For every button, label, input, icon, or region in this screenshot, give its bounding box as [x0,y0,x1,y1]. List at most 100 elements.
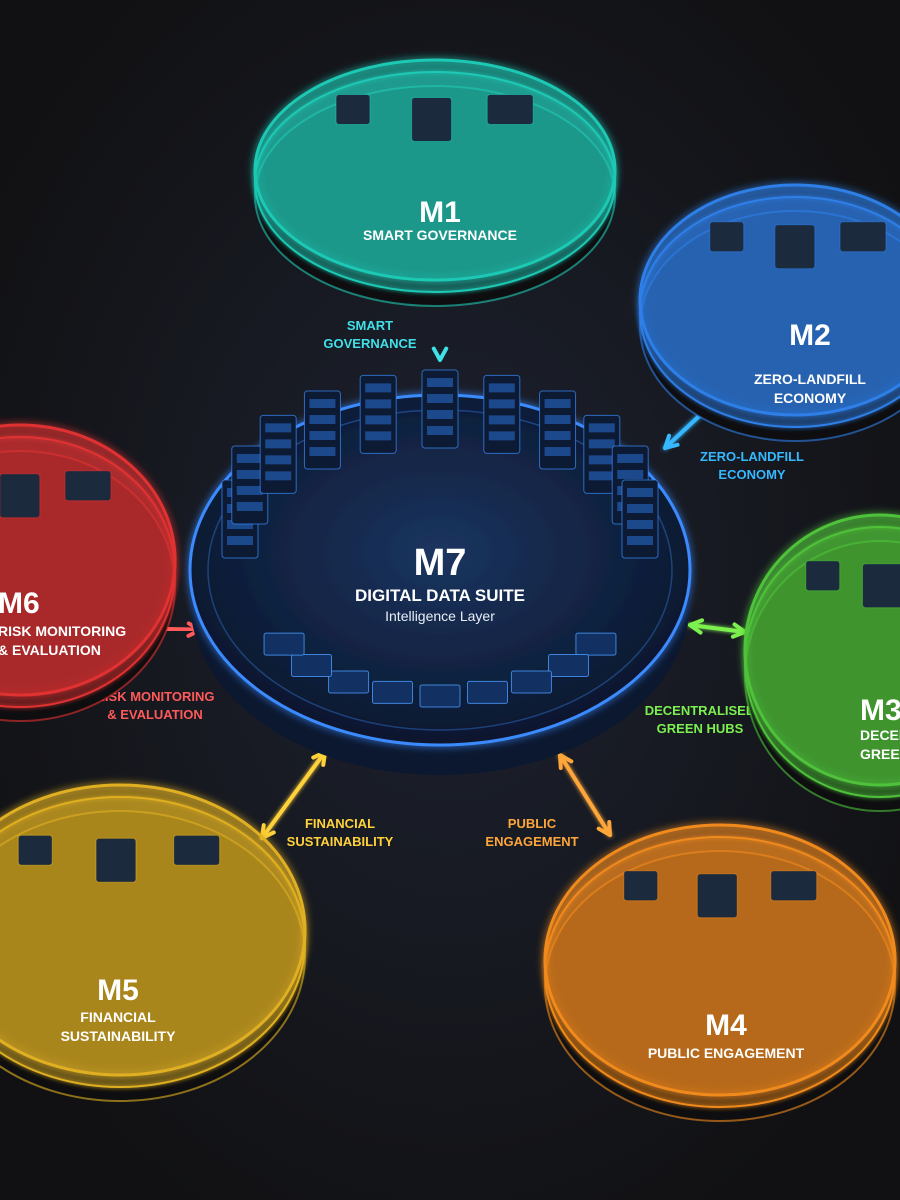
connector-label-m6-0: RISK MONITORING [96,689,215,704]
module-label-m1-0: SMART GOVERNANCE [363,227,517,243]
hub-rack-panel-1-1 [236,470,263,480]
hub-rack-panel-7-2 [544,431,571,441]
hub-rack-panel-7-1 [544,415,571,425]
hub-rack-panel-1-3 [236,502,263,512]
connector-label-m4-1: ENGAGEMENT [485,834,578,849]
connector-label-m3-0: DECENTRALISED [645,703,756,718]
connector-arrowhead-m4-1 [596,820,612,837]
hub-rack-panel-4-2 [365,415,392,425]
hub-rack-panel-0-3 [227,536,253,545]
hub-desk-screen-1 [548,653,590,677]
hub-subtitle: Intelligence Layer [385,608,495,624]
connector-line-m4 [558,753,612,837]
hub-desk-screen-6 [328,670,370,694]
module-code-m3: M3 [860,694,900,727]
hub-rack-panel-8-3 [588,471,615,481]
module-code-m2: M2 [789,319,831,352]
hub-rack-panel-1-0 [236,454,263,464]
module-label-m2-1: ECONOMY [774,390,847,406]
hub-rack-panel-4-0 [365,383,392,393]
hub-rack-panel-9-0 [617,454,644,464]
hub-rack-panel-8-2 [588,455,615,465]
hub-rack-panel-10-1 [627,504,653,513]
module-label-m6-0: RISK MONITORING [0,623,126,639]
scenery-block-m2-0 [709,221,745,253]
connector-m4: PUBLIC ENGAGEMENT [485,753,612,849]
connector-label-m3-1: GREEN HUBS [657,721,744,736]
module-label-m6-1: & EVALUATION [0,642,101,658]
connector-arrowhead-m1-1 [431,346,449,362]
hub-rack-panel-7-3 [544,447,571,457]
scenery-block-m2-2 [839,221,887,253]
connector-label-m1-0: SMART [347,318,393,333]
module-code-m1: M1 [419,196,461,229]
scenery-block-m2-1 [774,224,816,270]
module-label-m5-0: FINANCIAL [80,1009,156,1025]
connector-m5: FINANCIAL SUSTAINABILITY [260,750,394,849]
hub-rack-panel-4-3 [365,431,392,441]
hub-rack-panel-5-2 [427,410,453,419]
scenery-block-m3-0 [805,560,841,592]
scenery-block-m1-2 [486,94,534,125]
hub-rack-panel-2-0 [265,423,292,433]
scenery-block-m6-1 [0,473,41,519]
platform-top-m1 [253,58,617,282]
platform-top-m5 [0,783,307,1077]
platform-top-m6 [0,423,177,697]
connector-line-m3 [688,623,747,634]
module-platform-m3: M3DECENTRALISEDGREEN HUBS [743,513,900,812]
hub-desk-screen-0 [575,632,617,656]
hub-rack-panel-1-2 [236,486,263,496]
module-label-m3-0: DECENTRALISED [860,727,900,743]
platform-scenery-m4 [623,870,818,919]
hub-desk-screen-4 [419,684,461,708]
connector-label-m5-0: FINANCIAL [305,816,375,831]
platform-scenery-m1 [335,94,534,142]
hub-rack-panel-3-0 [309,399,336,409]
hub-rack-panel-6-0 [488,383,515,393]
hub-rack-panel-6-2 [488,415,515,425]
connector-label-m4-0: PUBLIC [508,816,557,831]
connector-arrowhead-m3-0 [688,618,705,635]
module-label-m5-1: SUSTAINABILITY [61,1028,177,1044]
module-label-m2-0: ZERO-LANDFILL [754,371,866,387]
hub-desk-screen-7 [290,653,332,677]
platform-top-m3 [743,513,900,787]
connector-arrowhead-m2-0 [663,433,680,450]
platform-top-m2 [638,183,900,417]
hub-rack-panel-10-3 [627,536,653,545]
hub-rack-panel-7-0 [544,399,571,409]
hub-desk-screen-3 [467,680,509,704]
hub-rack-panel-3-3 [309,447,336,457]
hub-rack-panel-6-1 [488,399,515,409]
scenery-block-m1-0 [335,94,371,125]
hub-rack-panel-10-0 [627,488,653,497]
hub-rack-panel-2-3 [265,471,292,481]
hub-rack-panel-4-1 [365,399,392,409]
scenery-block-m3-1 [861,563,900,609]
hub-platform: M7 DIGITAL DATA SUITE Intelligence Layer [188,369,692,775]
scenery-block-m5-1 [95,837,137,883]
module-code-m4: M4 [705,1009,747,1042]
connectors-layer: SMARTGOVERNANCEZERO-LANDFILLECONOMYDECEN… [96,283,804,849]
hub-desk-screen-5 [371,680,413,704]
scenery-block-m4-2 [770,870,818,902]
hub-rack-panel-10-2 [627,520,653,529]
scenery-block-m6-2 [64,470,112,502]
hub-title: DIGITAL DATA SUITE [355,586,525,605]
hub-rack-panel-5-3 [427,426,453,435]
scenery-block-m5-0 [17,834,53,866]
connector-label-m5-1: SUSTAINABILITY [287,834,394,849]
module-label-m4-0: PUBLIC ENGAGEMENT [648,1045,805,1061]
hub-rack-panel-2-2 [265,455,292,465]
hub-rack-panel-9-1 [617,470,644,480]
connector-label-m1-1: GOVERNANCE [323,336,417,351]
platform-scenery-m5 [17,834,221,883]
hub-desk-screen-8 [263,632,305,656]
hub-code: M7 [414,542,467,584]
